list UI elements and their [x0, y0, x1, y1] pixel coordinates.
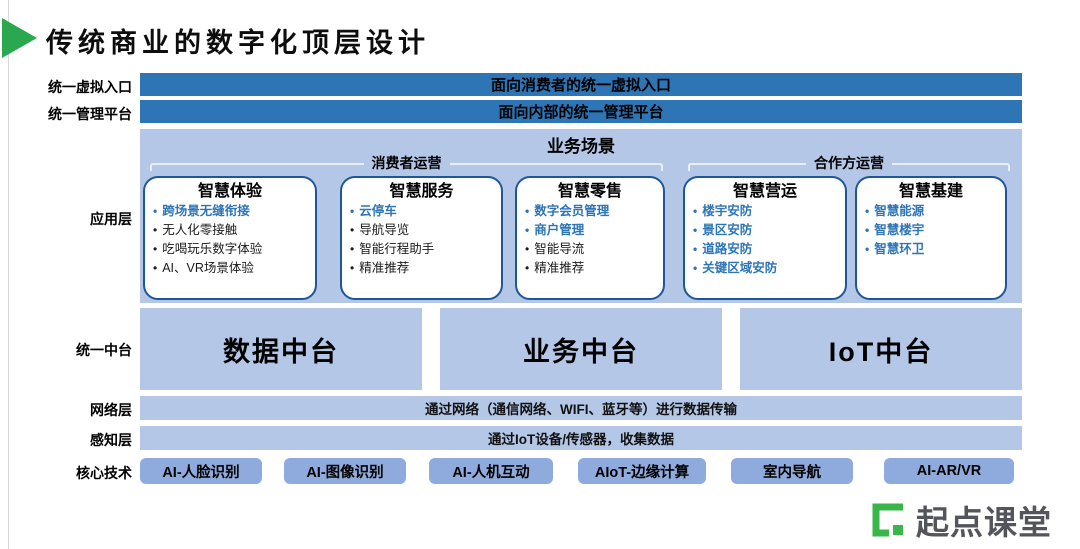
- tag-ai-ar-vr: AI-AR/VR: [884, 458, 1014, 484]
- card-item: 智能行程助手: [347, 240, 496, 259]
- card-item: 商户管理: [522, 221, 658, 240]
- card-item: 智慧环卫: [862, 240, 1000, 259]
- iot-platform-box: IoT中台: [740, 308, 1022, 390]
- tag-ai-face-recognition: AI-人脸识别: [140, 458, 262, 484]
- card-title: 智慧基建: [898, 183, 963, 200]
- consumer-ops-bracket: 消费者运营: [150, 155, 663, 173]
- virtual-entry-bar: 面向消费者的统一虚拟入口: [140, 73, 1022, 96]
- slide-left-border: [8, 0, 9, 549]
- card-smart-service: 智慧服务 云停车 导航导览 智能行程助手 精准推荐: [340, 176, 503, 300]
- card-title: 智慧营运: [732, 183, 797, 200]
- card-item: 云停车: [347, 202, 496, 221]
- green-arrow-icon: [2, 18, 37, 58]
- card-item: 吃喝玩乐数字体验: [150, 240, 310, 259]
- side-label-virtual-entry: 统一虚拟入口: [48, 79, 132, 95]
- consumer-ops-label: 消费者运营: [371, 155, 442, 171]
- business-platform-box: 业务中台: [440, 308, 722, 390]
- card-item: 导航导览: [347, 221, 496, 240]
- tag-ai-human-interaction: AI-人机互动: [429, 458, 553, 484]
- logo-text: 起点课堂: [916, 504, 1052, 541]
- business-scenario-panel: 业务场景 消费者运营 合作方运营 智慧体验 跨场景无缝衔接 无人化零接触 吃喝玩…: [140, 129, 1022, 303]
- tag-indoor-navigation: 室内导航: [731, 458, 853, 484]
- card-title: 智慧零售: [557, 183, 622, 200]
- card-item: 数字会员管理: [522, 202, 658, 221]
- side-label-network-layer: 网络层: [90, 402, 132, 418]
- card-item: 关键区域安防: [690, 259, 840, 278]
- card-item: 智能导流: [522, 240, 658, 259]
- bracket-line: [892, 163, 1010, 171]
- side-label-mgmt-platform: 统一管理平台: [48, 106, 132, 122]
- qidian-logo-icon: [872, 503, 903, 537]
- side-label-core-tech: 核心技术: [76, 465, 132, 481]
- page-title: 传统商业的数字化顶层设计: [46, 28, 430, 58]
- bracket-line: [150, 163, 364, 171]
- sensing-layer-bar: 通过IoT设备/传感器，收集数据: [140, 426, 1022, 450]
- panel-title: 业务场景: [547, 137, 615, 156]
- card-smart-experience: 智慧体验 跨场景无缝衔接 无人化零接触 吃喝玩乐数字体验 AI、VR场景体验: [143, 176, 317, 300]
- data-platform-box: 数据中台: [140, 308, 422, 390]
- bracket-line: [688, 163, 806, 171]
- card-smart-infrastructure: 智慧基建 智慧能源 智慧楼宇 智慧环卫: [855, 176, 1007, 300]
- card-item: 无人化零接触: [150, 221, 310, 240]
- card-item: 智慧楼宇: [862, 221, 1000, 240]
- card-item: AI、VR场景体验: [150, 259, 310, 278]
- side-label-sensing-layer: 感知层: [90, 432, 132, 448]
- card-item: 精准推荐: [522, 259, 658, 278]
- partner-ops-bracket: 合作方运营: [688, 155, 1010, 173]
- qidian-classroom-logo: 起点课堂: [866, 496, 1052, 544]
- network-layer-bar: 通过网络（通信网络、WIFI、蓝牙等）进行数据传输: [140, 396, 1022, 420]
- card-item: 道路安防: [690, 240, 840, 259]
- mgmt-platform-bar: 面向内部的统一管理平台: [140, 100, 1022, 123]
- card-item: 精准推荐: [347, 259, 496, 278]
- bracket-line: [449, 163, 663, 171]
- card-smart-retail: 智慧零售 数字会员管理 商户管理 智能导流 精准推荐: [515, 176, 665, 300]
- partner-ops-label: 合作方运营: [814, 155, 884, 171]
- card-item: 楼宇安防: [690, 202, 840, 221]
- side-label-application-layer: 应用层: [90, 211, 132, 227]
- tag-ai-image-recognition: AI-图像识别: [284, 458, 406, 484]
- card-item: 景区安防: [690, 221, 840, 240]
- card-title: 智慧体验: [197, 183, 262, 200]
- tag-aiot-edge-computing: AIoT-边缘计算: [578, 458, 706, 484]
- card-item: 跨场景无缝衔接: [150, 202, 310, 221]
- card-smart-operation: 智慧营运 楼宇安防 景区安防 道路安防 关键区域安防: [683, 176, 847, 300]
- card-title: 智慧服务: [389, 183, 454, 200]
- side-label-middle-platform: 统一中台: [76, 342, 132, 358]
- card-item: 智慧能源: [862, 202, 1000, 221]
